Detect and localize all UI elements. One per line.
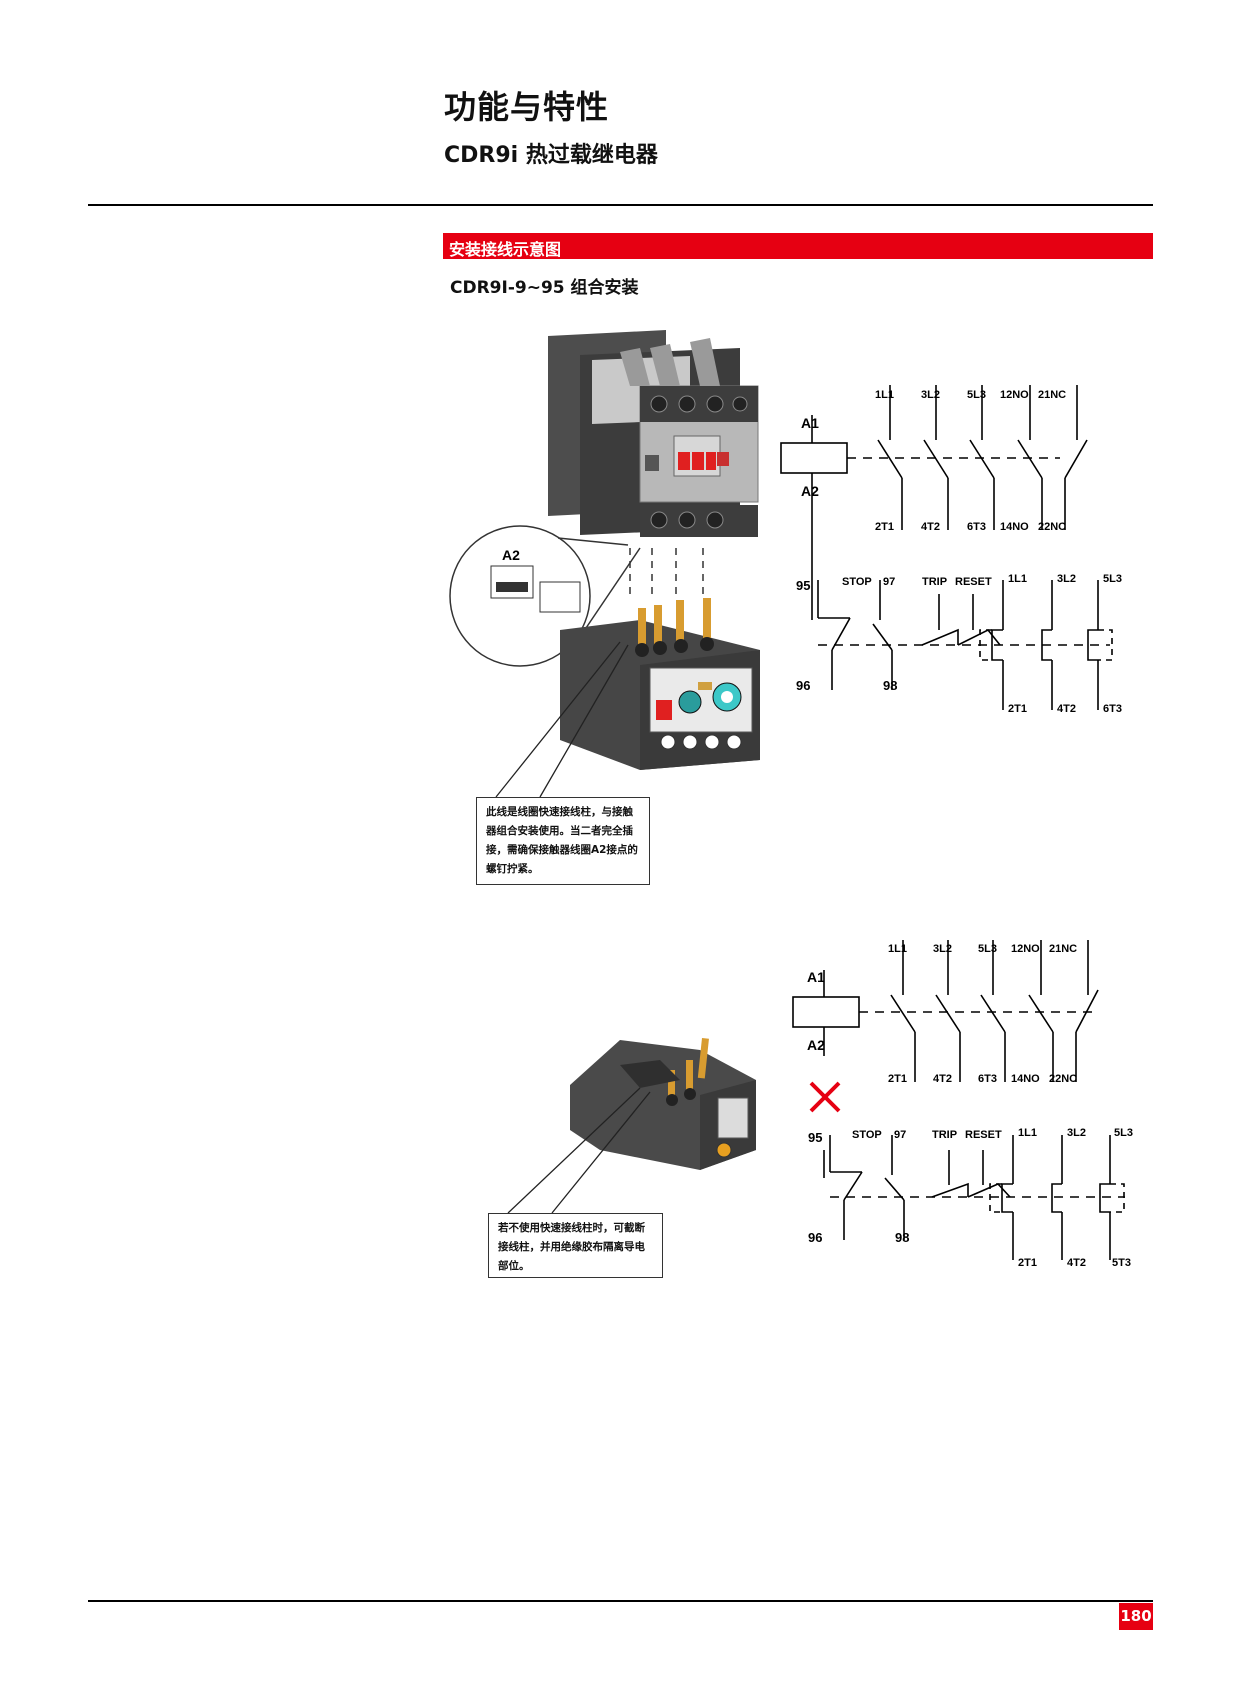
trip-label: TRIP xyxy=(922,576,947,588)
terminal-label: 4T2 xyxy=(1057,703,1076,715)
relay-98-label: 98 xyxy=(883,678,897,693)
terminal-label: 1L1 xyxy=(1008,573,1027,585)
relay-95-label: 95 xyxy=(808,1130,822,1145)
page-number: 180 xyxy=(1119,1603,1153,1630)
terminal-label: 5L3 xyxy=(967,389,986,401)
terminal-97-label: 97 xyxy=(883,576,895,588)
terminal-label: 5L3 xyxy=(1114,1127,1133,1139)
terminal-97-label: 97 xyxy=(894,1129,906,1141)
terminal-label: 2T1 xyxy=(875,521,894,533)
relay-95-label: 95 xyxy=(796,578,810,593)
relay-96-label: 96 xyxy=(796,678,810,693)
page-title: 功能与特性 xyxy=(444,88,610,126)
page-subtitle: CDR9i 热过载继电器 xyxy=(444,143,658,168)
terminal-label: 6T3 xyxy=(1103,703,1122,715)
terminal-label: 4T2 xyxy=(933,1073,952,1085)
terminal-label: 21NC xyxy=(1049,943,1077,955)
terminal-label: 2T1 xyxy=(888,1073,907,1085)
relay-96-label: 96 xyxy=(808,1230,822,1245)
coil-a2-label: A2 xyxy=(807,1037,825,1053)
terminal-label: 1L1 xyxy=(875,389,894,401)
terminal-label: 12NO xyxy=(1011,943,1040,955)
coil-a1-label: A1 xyxy=(807,969,825,985)
section-header-label: 安装接线示意图 xyxy=(449,240,562,259)
terminal-label: 1L1 xyxy=(888,943,907,955)
terminal-label: 3L2 xyxy=(1067,1127,1086,1139)
terminal-label: 3L2 xyxy=(921,389,940,401)
footer-rule xyxy=(88,1600,1153,1602)
overload-relay-illustration xyxy=(560,598,760,770)
terminal-label: 3L2 xyxy=(1057,573,1076,585)
terminal-label: 12NO xyxy=(1000,389,1029,401)
terminal-label: 21NC xyxy=(1038,389,1066,401)
terminal-label: 1L1 xyxy=(1018,1127,1037,1139)
terminal-label: 2T1 xyxy=(1008,703,1027,715)
reset-label: RESET xyxy=(955,576,992,588)
contactor-illustration xyxy=(548,330,759,537)
terminal-label: 6T3 xyxy=(978,1073,997,1085)
callout-cut-terminal-text: 若不使用快速接线柱时，可截断接线柱，并用绝缘胶布隔离导电部位。 xyxy=(498,1222,645,1272)
callout-quick-terminal: 此线是线圈快速接线柱，与接触器组合安装使用。当二者完全插接，需确保接触器线圈A2… xyxy=(476,797,650,885)
header-rule xyxy=(88,204,1153,206)
terminal-label: 3L2 xyxy=(933,943,952,955)
overload-relay-cut-illustration xyxy=(570,1038,756,1170)
coil-terminal-inset xyxy=(449,525,641,667)
terminal-label: 22NC xyxy=(1038,521,1066,533)
terminal-label: 4T2 xyxy=(921,521,940,533)
relay-98-label: 98 xyxy=(895,1230,909,1245)
stop-label: STOP xyxy=(852,1129,882,1141)
stop-label: STOP xyxy=(842,576,872,588)
section-header-bar: 安装接线示意图 xyxy=(443,233,1153,259)
alignment-guides xyxy=(629,548,704,598)
reset-label: RESET xyxy=(965,1129,1002,1141)
coil-a2-label: A2 xyxy=(801,483,819,499)
inset-a2-label: A2 xyxy=(502,547,520,563)
callout-quick-terminal-text: 此线是线圈快速接线柱，与接触器组合安装使用。当二者完全插接，需确保接触器线圈A2… xyxy=(486,806,638,875)
terminal-label: 5T3 xyxy=(1112,1257,1131,1269)
terminal-label: 22NC xyxy=(1049,1073,1077,1085)
callout-cut-terminal: 若不使用快速接线柱时，可截断接线柱，并用绝缘胶布隔离导电部位。 xyxy=(488,1213,663,1278)
figure-label: CDR9I-9~95 组合安装 xyxy=(450,278,639,298)
terminal-label: 4T2 xyxy=(1067,1257,1086,1269)
trip-label: TRIP xyxy=(932,1129,957,1141)
terminal-label: 14NO xyxy=(1000,521,1029,533)
coil-a1-label: A1 xyxy=(801,415,819,431)
terminal-label: 2T1 xyxy=(1018,1257,1037,1269)
terminal-label: 5L3 xyxy=(978,943,997,955)
terminal-label: 6T3 xyxy=(967,521,986,533)
terminal-label: 5L3 xyxy=(1103,573,1122,585)
disconnect-x-icon xyxy=(809,1081,841,1113)
terminal-label: 14NO xyxy=(1011,1073,1040,1085)
